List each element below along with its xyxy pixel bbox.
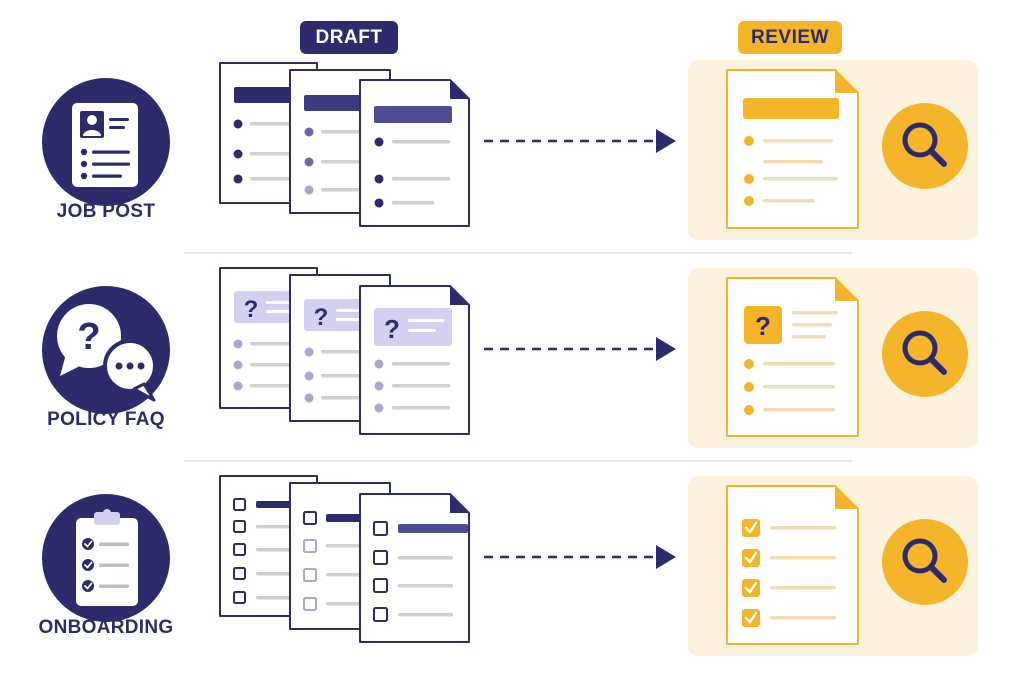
arrow-draft-to-review <box>484 337 676 361</box>
draft-document-front <box>359 79 470 227</box>
magnifier-icon <box>882 103 968 189</box>
review-document <box>726 485 859 645</box>
draft-documents-onboarding <box>219 475 470 643</box>
review-document <box>726 69 859 229</box>
svg-text:?: ? <box>244 296 259 323</box>
question-bubble-icon: ? <box>57 304 121 376</box>
check-icon <box>82 559 94 571</box>
svg-text:?: ? <box>314 304 329 331</box>
review-panel-job-post <box>688 60 978 240</box>
row-divider <box>184 460 852 462</box>
svg-text:?: ? <box>755 311 771 341</box>
check-icon <box>82 538 94 550</box>
job-post-category-icon <box>42 78 170 206</box>
svg-text:?: ? <box>384 314 400 344</box>
arrow-draft-to-review <box>484 129 676 153</box>
magnifier-icon <box>882 519 968 605</box>
checked-box-icon <box>742 549 760 567</box>
svg-text:?: ? <box>77 316 100 358</box>
arrow-draft-to-review <box>484 545 676 569</box>
row-divider <box>184 252 852 254</box>
policy-faq-category-icon: ? <box>42 286 170 414</box>
workflow-row-onboarding: ONBOARDING <box>0 471 1024 671</box>
draft-documents-policy-faq: ? ? ? <box>219 267 470 435</box>
workflow-row-job-post: JOB POST <box>0 55 1024 255</box>
check-icon <box>82 580 94 592</box>
review-document: ? <box>726 277 859 437</box>
onboarding-category-icon <box>42 494 170 622</box>
column-header-review: REVIEW <box>738 21 842 54</box>
checked-box-icon <box>742 579 760 597</box>
draft-document-front: ? <box>359 285 470 435</box>
row-label-onboarding: ONBOARDING <box>38 617 174 638</box>
workflow-row-policy-faq: ? POLICY FAQ ? ? <box>0 263 1024 463</box>
draft-documents-job-post <box>219 62 470 227</box>
review-panel-policy-faq: ? <box>688 268 978 448</box>
draft-document-front <box>359 493 470 643</box>
ellipsis-bubble-icon <box>103 339 157 402</box>
magnifier-icon <box>882 311 968 397</box>
checked-box-icon <box>742 519 760 537</box>
row-label-job-post: JOB POST <box>56 201 156 222</box>
checked-box-icon <box>742 609 760 627</box>
review-panel-onboarding <box>688 476 978 656</box>
column-header-draft: DRAFT <box>300 21 398 54</box>
row-label-policy-faq: POLICY FAQ <box>47 409 165 430</box>
